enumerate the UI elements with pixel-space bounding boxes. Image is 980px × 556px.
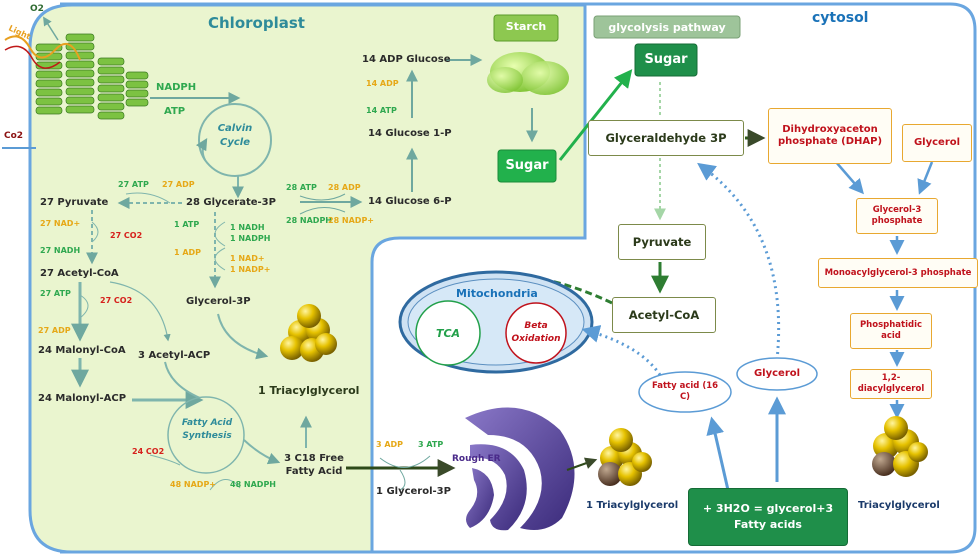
co2-24: 24 CO2	[132, 447, 165, 456]
dhap-box: Dihydroxyaceton phosphate (DHAP)	[768, 108, 892, 164]
adp-28: 28 ADP	[328, 183, 361, 192]
free-fatty-acid: 3 C18 Free Fatty Acid	[284, 453, 344, 477]
nadh-1: 1 NADH	[230, 223, 265, 232]
glyceraldehyde-3p-box: Glyceraldehyde 3P	[588, 120, 744, 156]
chloroplast-triacylglycerol-label: 1 Triacylglycerol	[258, 384, 360, 397]
co2-27a: 27 CO2	[110, 231, 143, 240]
cytosol-title: cytosol	[812, 10, 869, 26]
glucose-6p: 14 Glucose 6-P	[368, 196, 452, 207]
tca-label: TCA	[435, 327, 461, 340]
atp-27a: 27 ATP	[118, 180, 149, 189]
starch-box	[493, 14, 559, 42]
nadph-28: 28 NADPH	[286, 216, 333, 225]
chloroplast-title: Chloroplast	[208, 14, 305, 32]
chloroplast-region	[28, 3, 587, 554]
beta-oxidation-label: Beta Oxidation	[511, 321, 561, 344]
nadp-48: 48 NADP+	[170, 480, 217, 489]
acetyl-acp: 3 Acetyl-ACP	[138, 350, 211, 361]
atp-14: 14 ATP	[366, 106, 397, 115]
chloroplast-sugar-label: Sugar	[505, 158, 549, 173]
glycolysis-pathway-label: glycolysis pathway	[608, 21, 726, 34]
acetyl-coa-box: Acetyl-CoA	[612, 297, 716, 333]
nad-1: 1 NAD+	[230, 254, 265, 263]
atp-1: 1 ATP	[174, 220, 200, 229]
er-glycerol-3p: 1 Glycerol-3P	[376, 486, 451, 497]
glycerol-3p-chloroplast: Glycerol-3P	[186, 296, 251, 307]
nadh-27: 27 NADH	[40, 246, 81, 255]
fatty-acid-synthesis-label: Fatty Acid Synthesis	[181, 418, 233, 441]
co2-input-label: Co2	[4, 131, 24, 141]
glucose-1p: 14 Glucose 1-P	[368, 128, 452, 139]
adp-14: 14 ADP	[366, 79, 399, 88]
er-triacylglycerol-icon	[598, 428, 652, 486]
adp-3: 3 ADP	[376, 440, 404, 449]
adp-1: 1 ADP	[174, 248, 202, 257]
mitochondria-label: Mitochondria	[456, 287, 538, 300]
phosphatidic-acid-box: Phosphatidic acid	[850, 313, 932, 349]
beta-oxidation-circle	[505, 302, 567, 364]
light-ray-red-icon	[4, 45, 61, 69]
calvin-cycle-label: Calvin Cycle	[217, 123, 253, 148]
o2-arrow	[43, 16, 59, 41]
er-triacylglycerol-label: 1 Triacylglycerol	[586, 500, 679, 511]
starch-granules-icon	[487, 52, 569, 95]
rough-er-icon	[465, 407, 575, 531]
glycerol-oval-label: Glycerol	[753, 368, 801, 379]
tca-circle	[415, 300, 481, 366]
fatty-acid-synthesis-circle	[167, 396, 245, 474]
glycerol-3-phosphate-box: Glycerol-3 phosphate	[856, 198, 938, 234]
chloroplast-triacylglycerol-icon	[280, 304, 337, 362]
thylakoid-stacks-icon	[35, 33, 149, 120]
co2-27b: 27 CO2	[100, 296, 133, 305]
nadph-label: NADPH	[156, 82, 197, 93]
light-ray-icon	[4, 35, 81, 61]
acetyl-coa-27: 27 Acetyl-CoA	[40, 268, 119, 279]
monoacylglycerol-box: Monoacylglycerol-3 phosphate	[818, 258, 978, 288]
pyruvate-27: 27 Pyruvate	[40, 197, 109, 208]
malonyl-coa: 24 Malonyl-CoA	[38, 345, 126, 356]
nad-27: 27 NAD+	[40, 219, 81, 228]
glycolysis-pathway-box	[593, 15, 741, 39]
hydrolysis-box: + 3H2O = glycerol+3 Fatty acids	[688, 488, 848, 546]
cytosol-sugar-label: Sugar	[644, 52, 688, 67]
atp-27b: 27 ATP	[40, 289, 71, 298]
cytosol-triacylglycerol-icon	[872, 416, 928, 477]
starch-label: Starch	[505, 20, 547, 33]
chloroplast-sugar-box	[497, 149, 557, 183]
glycerol-oval	[736, 357, 818, 391]
adp-27b: 27 ADP	[38, 326, 71, 335]
fatty-acid-label: Fatty acid (16 C)	[651, 381, 719, 403]
nadph-48: 48 NADPH	[230, 480, 277, 489]
glycerol-box: Glycerol	[902, 124, 972, 162]
nadp-28: 28 NADP+	[328, 216, 375, 225]
adp-glucose: 14 ADP Glucose	[362, 54, 451, 65]
fatty-acid-oval	[638, 371, 732, 413]
atp-28: 28 ATP	[286, 183, 317, 192]
glycerate-3p: 28 Glycerate-3P	[186, 197, 276, 208]
atp-label: ATP	[164, 106, 186, 117]
adp-27a: 27 ADP	[162, 180, 195, 189]
atp-3: 3 ATP	[418, 440, 444, 449]
pyruvate-box: Pyruvate	[618, 224, 706, 260]
malonyl-acp: 24 Malonyl-ACP	[38, 393, 127, 404]
nadp-1: 1 NADP+	[230, 265, 271, 274]
nadph-1: 1 NADPH	[230, 234, 271, 243]
diacylglycerol-box: 1,2-diacylglycerol	[850, 369, 932, 399]
o2-label: O2	[30, 4, 44, 14]
cytosol-triacylglycerol-label: Triacylglycerol	[858, 500, 940, 511]
cytosol-sugar-box	[634, 43, 698, 77]
rough-er-label: Rough ER	[452, 454, 501, 464]
